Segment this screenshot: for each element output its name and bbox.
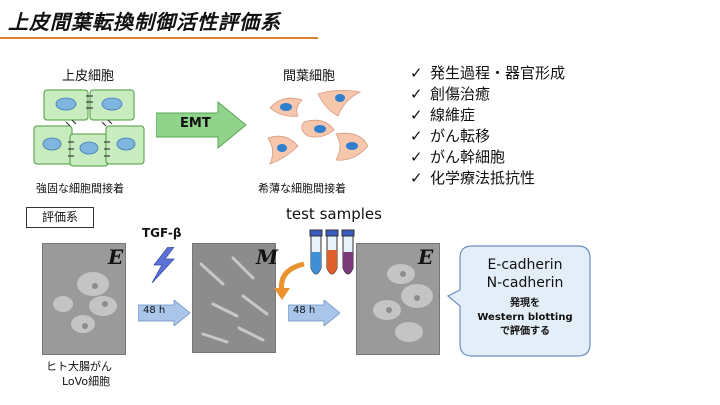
time-label-1: 48 h [143,305,166,316]
epithelial-heading: 上皮細胞 [62,69,115,84]
mesenchymal-caption: 希薄な細胞間接着 [258,182,346,195]
feature-item: ✓がん転移 [410,127,491,145]
tgf-beta-label: TGF-β [142,226,182,240]
check-icon: ✓ [410,148,423,166]
title-underline [0,37,318,39]
bubble-note-2: Western blotting [477,312,573,323]
bubble-note-3: で評価する [500,326,550,337]
mesenchymal-heading: 間葉細胞 [283,69,336,84]
marker-n-cadherin: N-cadherin [486,275,564,291]
mesenchymal-cells-illustration [267,90,369,165]
time-label-2: 48 h [293,305,316,316]
feature-item: ✓線維症 [410,106,476,124]
micrograph-mesenchymal [192,243,276,353]
marker-e-cadherin: E-cadherin [487,257,563,273]
check-icon: ✓ [410,85,423,103]
emt-features-list: ✓発生過程・器官形成 ✓創傷治癒 ✓線維症 ✓がん転移 ✓がん幹細胞 ✓化学療法… [410,63,565,189]
micrograph-epithelial-start [42,243,126,355]
bubble-content: E-cadherin N-cadherin 発現を Western blotti… [460,256,590,339]
feature-item: ✓創傷治癒 [410,85,491,103]
test-samples-label: test samples [286,205,382,223]
check-icon: ✓ [410,64,423,82]
feature-item: ✓がん幹細胞 [410,148,506,166]
feature-item: ✓発生過程・器官形成 [410,64,566,82]
panel-label-m: M [256,245,279,269]
micrograph-epithelial-restored [356,243,440,355]
check-icon: ✓ [410,127,423,145]
bubble-note-1: 発現を [510,298,540,309]
test-tubes-icon [309,229,355,275]
page-title: 上皮間葉転換制御活性評価系 [8,10,281,34]
eval-system-label: 評価系 [26,207,94,228]
lightning-icon [151,247,175,283]
panel-label-e-restored: E [418,245,434,269]
epithelial-caption: 強固な細胞間接着 [36,182,124,195]
curved-arrow-icon [274,262,305,300]
result-bubble [446,245,591,357]
emt-arrow [156,100,247,150]
cell-line-name: ヒト大腸がん [46,360,112,373]
check-icon: ✓ [410,169,423,187]
time-arrow-2 [288,300,340,326]
check-icon: ✓ [410,106,423,124]
feature-item: ✓化学療法抵抗性 [410,169,536,187]
panel-label-e: E [108,245,124,269]
emt-label: EMT [180,116,211,131]
cell-line-id: LoVo細胞 [62,375,111,388]
time-arrow-1 [138,300,190,326]
epithelial-cells-illustration [33,89,145,167]
